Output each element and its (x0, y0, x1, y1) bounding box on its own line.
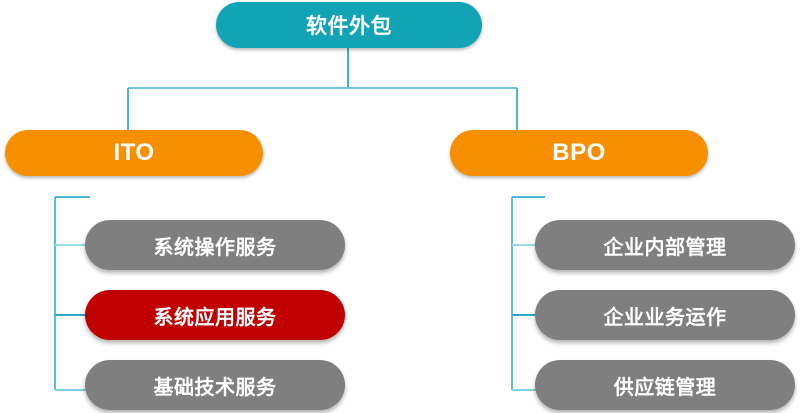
node-branch-bpo-label: BPO (552, 139, 606, 166)
node-leaf-bpo-1[interactable]: 企业业务运作 (535, 290, 795, 340)
node-root-software-outsourcing[interactable]: 软件外包 (216, 2, 482, 48)
node-leaf-ito-0[interactable]: 系统操作服务 (85, 220, 345, 270)
node-branch-bpo[interactable]: BPO (450, 130, 708, 176)
node-leaf-bpo-0-label: 企业内部管理 (603, 236, 727, 259)
node-leaf-ito-2[interactable]: 基础技术服务 (85, 360, 345, 410)
node-leaf-ito-2-label: 基础技术服务 (153, 376, 277, 399)
node-leaf-ito-0-label: 系统操作服务 (153, 236, 277, 259)
node-leaf-bpo-0[interactable]: 企业内部管理 (535, 220, 795, 270)
node-branch-ito-label: ITO (113, 139, 155, 166)
node-leaf-ito-1[interactable]: 系统应用服务 (85, 290, 345, 340)
node-leaf-bpo-2[interactable]: 供应链管理 (535, 360, 795, 410)
node-leaf-bpo-2-label: 供应链管理 (613, 376, 717, 399)
node-branch-ito[interactable]: ITO (5, 130, 263, 176)
node-leaf-ito-1-label: 系统应用服务 (153, 306, 277, 329)
node-root-label: 软件外包 (306, 15, 392, 38)
node-leaf-bpo-1-label: 企业业务运作 (603, 306, 727, 329)
